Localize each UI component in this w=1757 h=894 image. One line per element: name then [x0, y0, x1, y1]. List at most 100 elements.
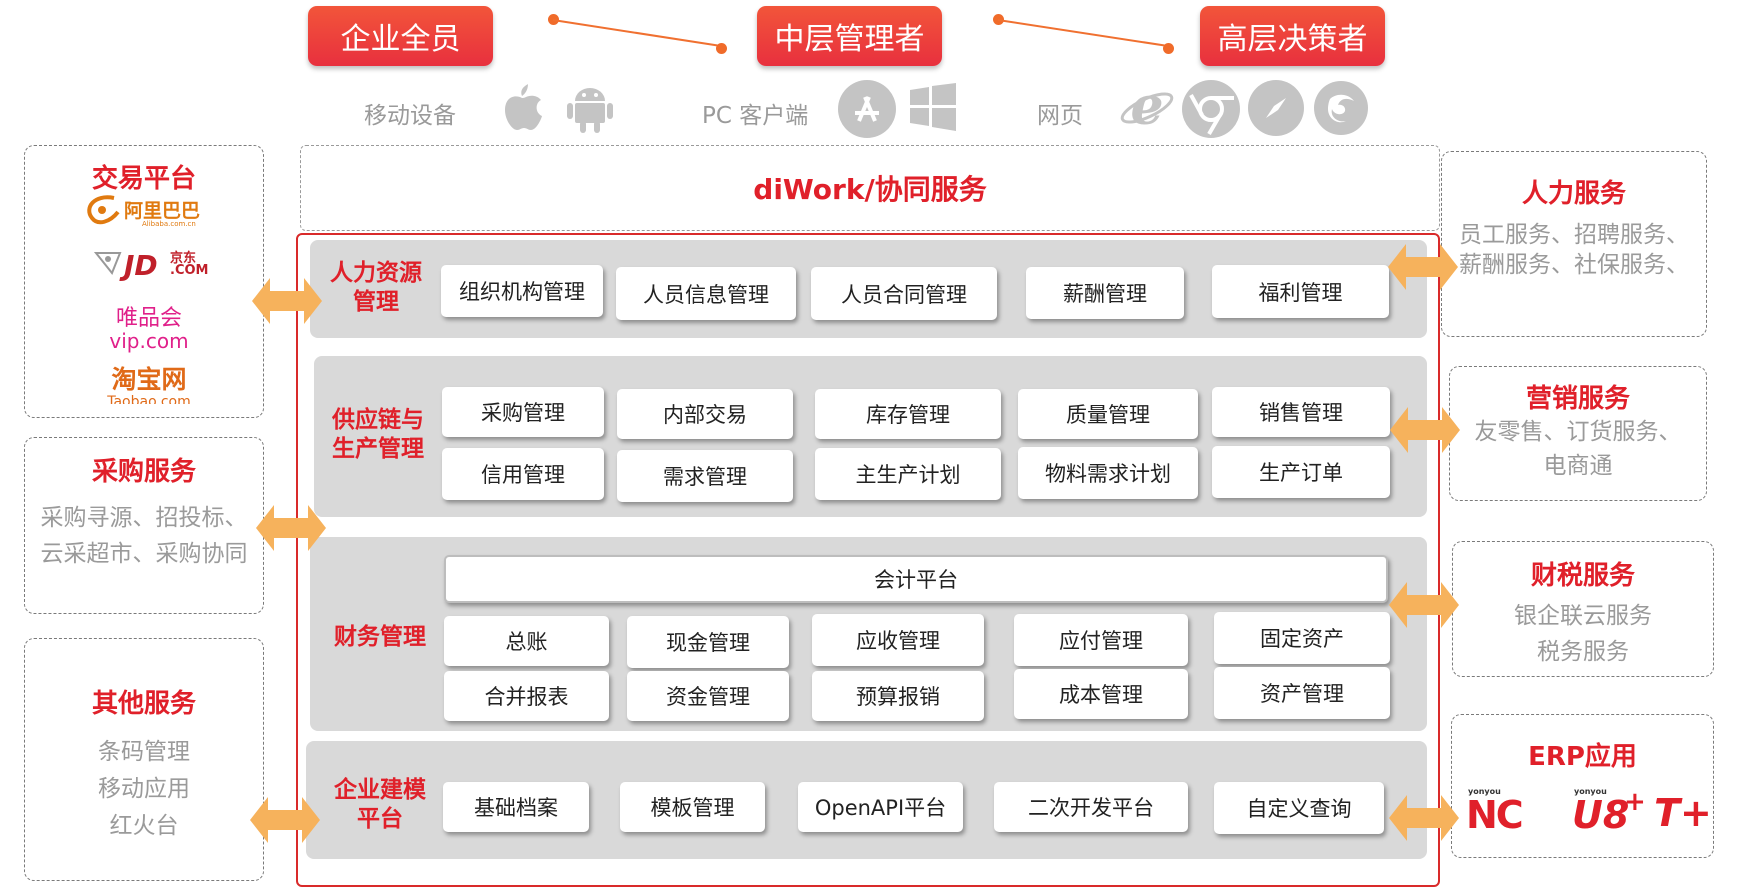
connector-line	[552, 19, 722, 47]
module-hr-title: 人力资源 管理	[318, 259, 434, 317]
double-arrow-icon	[1389, 582, 1459, 628]
android-icon	[565, 82, 615, 133]
jd-logo: JD 京东 .COM	[92, 245, 208, 283]
double-arrow-icon	[1390, 407, 1460, 453]
panel-other-services-line: 移动应用	[98, 776, 190, 802]
ie-icon: e	[1118, 78, 1176, 136]
module-item[interactable]: 成本管理	[1014, 669, 1188, 719]
panel-other-services-line: 条码管理	[98, 739, 190, 765]
panel-hr-services-title: 人力服务	[1521, 179, 1626, 209]
panel-procurement-line: 云采超市、采购协同	[40, 541, 248, 567]
nc-logo: yonyou NC	[1466, 787, 1552, 837]
double-arrow-icon	[252, 278, 322, 324]
module-item[interactable]: 销售管理	[1212, 387, 1390, 437]
module-item[interactable]: 固定资产	[1214, 612, 1390, 664]
role-senior-decision-makers: 高层决策者	[1200, 6, 1385, 66]
alibaba-logo: 阿里巴巴 Alibaba.com.cn	[84, 194, 214, 232]
app-store-icon	[838, 80, 896, 138]
module-enterprise-modeling-title: 企业建模 平台	[322, 776, 438, 834]
module-item[interactable]: 薪酬管理	[1026, 267, 1184, 319]
module-item[interactable]: 现金管理	[627, 616, 789, 668]
u8-logo: yonyou U8 +	[1572, 787, 1646, 837]
module-item[interactable]: 组织机构管理	[441, 265, 603, 317]
panel-hr-services-line: 薪酬服务、社保服务、	[1459, 252, 1689, 278]
module-item[interactable]: 自定义查询	[1214, 782, 1384, 834]
connector-dot	[1163, 43, 1174, 54]
module-item[interactable]: 资金管理	[627, 671, 789, 721]
module-item[interactable]: 内部交易	[617, 389, 793, 439]
panel-procurement	[24, 437, 264, 614]
panel-hr-services-line: 员工服务、招聘服务、	[1459, 222, 1689, 248]
role-all-staff: 企业全员	[308, 6, 493, 66]
diwork-title: diWork/协同服务	[300, 145, 1440, 231]
nc-logo-brand: yonyou	[1468, 787, 1501, 796]
windows-icon	[908, 82, 958, 132]
accounting-platform[interactable]: 会计平台	[444, 555, 1388, 603]
panel-procurement-title: 采购服务	[91, 457, 196, 487]
u8-logo-plus: +	[1624, 787, 1646, 817]
nc-logo-text: NC	[1466, 793, 1524, 837]
t-plus-logo: T+	[1654, 791, 1712, 835]
alibaba-logo-en: Alibaba.com.cn	[142, 220, 196, 228]
panel-marketing-services-title: 营销服务	[1525, 384, 1630, 414]
connector-dot	[716, 43, 727, 54]
vip-logo: 唯品会 vip.com	[84, 300, 214, 351]
module-enterprise-modeling-title-line: 企业建模 平台	[334, 777, 426, 832]
safari-icon	[1248, 80, 1304, 136]
double-arrow-icon	[1388, 244, 1458, 290]
panel-finance-tax-services	[1452, 541, 1714, 677]
module-item[interactable]: 主生产计划	[815, 448, 1001, 500]
main-module-frame	[296, 233, 1440, 887]
module-item[interactable]: 预算报销	[812, 671, 984, 721]
module-item[interactable]: 应付管理	[1014, 614, 1188, 666]
client-label-pc: PC 客户端	[702, 103, 809, 129]
firefox-icon	[1314, 81, 1368, 135]
apple-icon	[497, 82, 547, 132]
panel-finance-tax-services-line: 税务服务	[1537, 639, 1629, 665]
taobao-logo-cn: 淘宝网	[111, 365, 187, 394]
panel-finance-tax-services-line: 银企联云服务	[1514, 603, 1652, 629]
module-supply-chain-title-line: 供应链与 生产管理	[332, 407, 424, 462]
vip-logo-cn: 唯品会	[115, 306, 182, 331]
module-item[interactable]: 福利管理	[1212, 265, 1389, 318]
module-item[interactable]: 人员合同管理	[811, 267, 997, 320]
client-label-mobile: 移动设备	[364, 103, 456, 129]
panel-other-services	[24, 638, 264, 881]
module-item[interactable]: 二次开发平台	[994, 782, 1188, 832]
module-item[interactable]: 合并报表	[444, 671, 609, 721]
module-item[interactable]: 信用管理	[442, 448, 604, 500]
role-middle-managers: 中层管理者	[757, 6, 942, 66]
module-item[interactable]: 质量管理	[1018, 389, 1198, 439]
module-item[interactable]: 库存管理	[815, 389, 1001, 439]
taobao-logo: 淘宝网 Taobao.com	[84, 360, 214, 404]
jd-logo-cn: 京东	[170, 251, 197, 266]
panel-finance-tax-services-title: 财税服务	[1530, 561, 1635, 591]
module-supply-chain-title: 供应链与 生产管理	[318, 406, 438, 464]
panel-trading-platforms-title: 交易平台	[91, 164, 196, 194]
panel-marketing-services-line: 电商通	[1543, 453, 1613, 479]
panel-marketing-services-line: 友零售、订货服务、	[1474, 419, 1682, 445]
module-item[interactable]: 生产订单	[1212, 446, 1390, 498]
module-item[interactable]: 基础档案	[443, 782, 589, 832]
module-item[interactable]: 人员信息管理	[616, 267, 796, 320]
jd-logo-en: JD	[124, 249, 158, 282]
panel-hr-services	[1441, 151, 1707, 337]
module-item[interactable]: 应收管理	[812, 614, 984, 666]
panel-erp-apps	[1451, 714, 1714, 858]
taobao-logo-en: Taobao.com	[107, 394, 191, 404]
module-item[interactable]: 模板管理	[620, 782, 765, 832]
module-item[interactable]: 采购管理	[442, 387, 604, 437]
double-arrow-icon	[256, 505, 326, 551]
panel-other-services-title: 其他服务	[91, 689, 196, 719]
svg-text:e: e	[1130, 78, 1163, 136]
panel-other-services-line: 红火台	[109, 813, 179, 839]
panel-procurement-line: 采购寻源、招投标、	[40, 505, 248, 531]
connector-line	[997, 19, 1169, 48]
module-item[interactable]: 资产管理	[1214, 667, 1390, 719]
module-finance-title: 财务管理	[334, 624, 426, 650]
module-item[interactable]: 总账	[444, 616, 609, 666]
module-item[interactable]: OpenAPI平台	[798, 782, 963, 832]
module-item[interactable]: 需求管理	[617, 450, 793, 502]
double-arrow-icon	[1389, 795, 1459, 841]
module-item[interactable]: 物料需求计划	[1018, 447, 1198, 499]
